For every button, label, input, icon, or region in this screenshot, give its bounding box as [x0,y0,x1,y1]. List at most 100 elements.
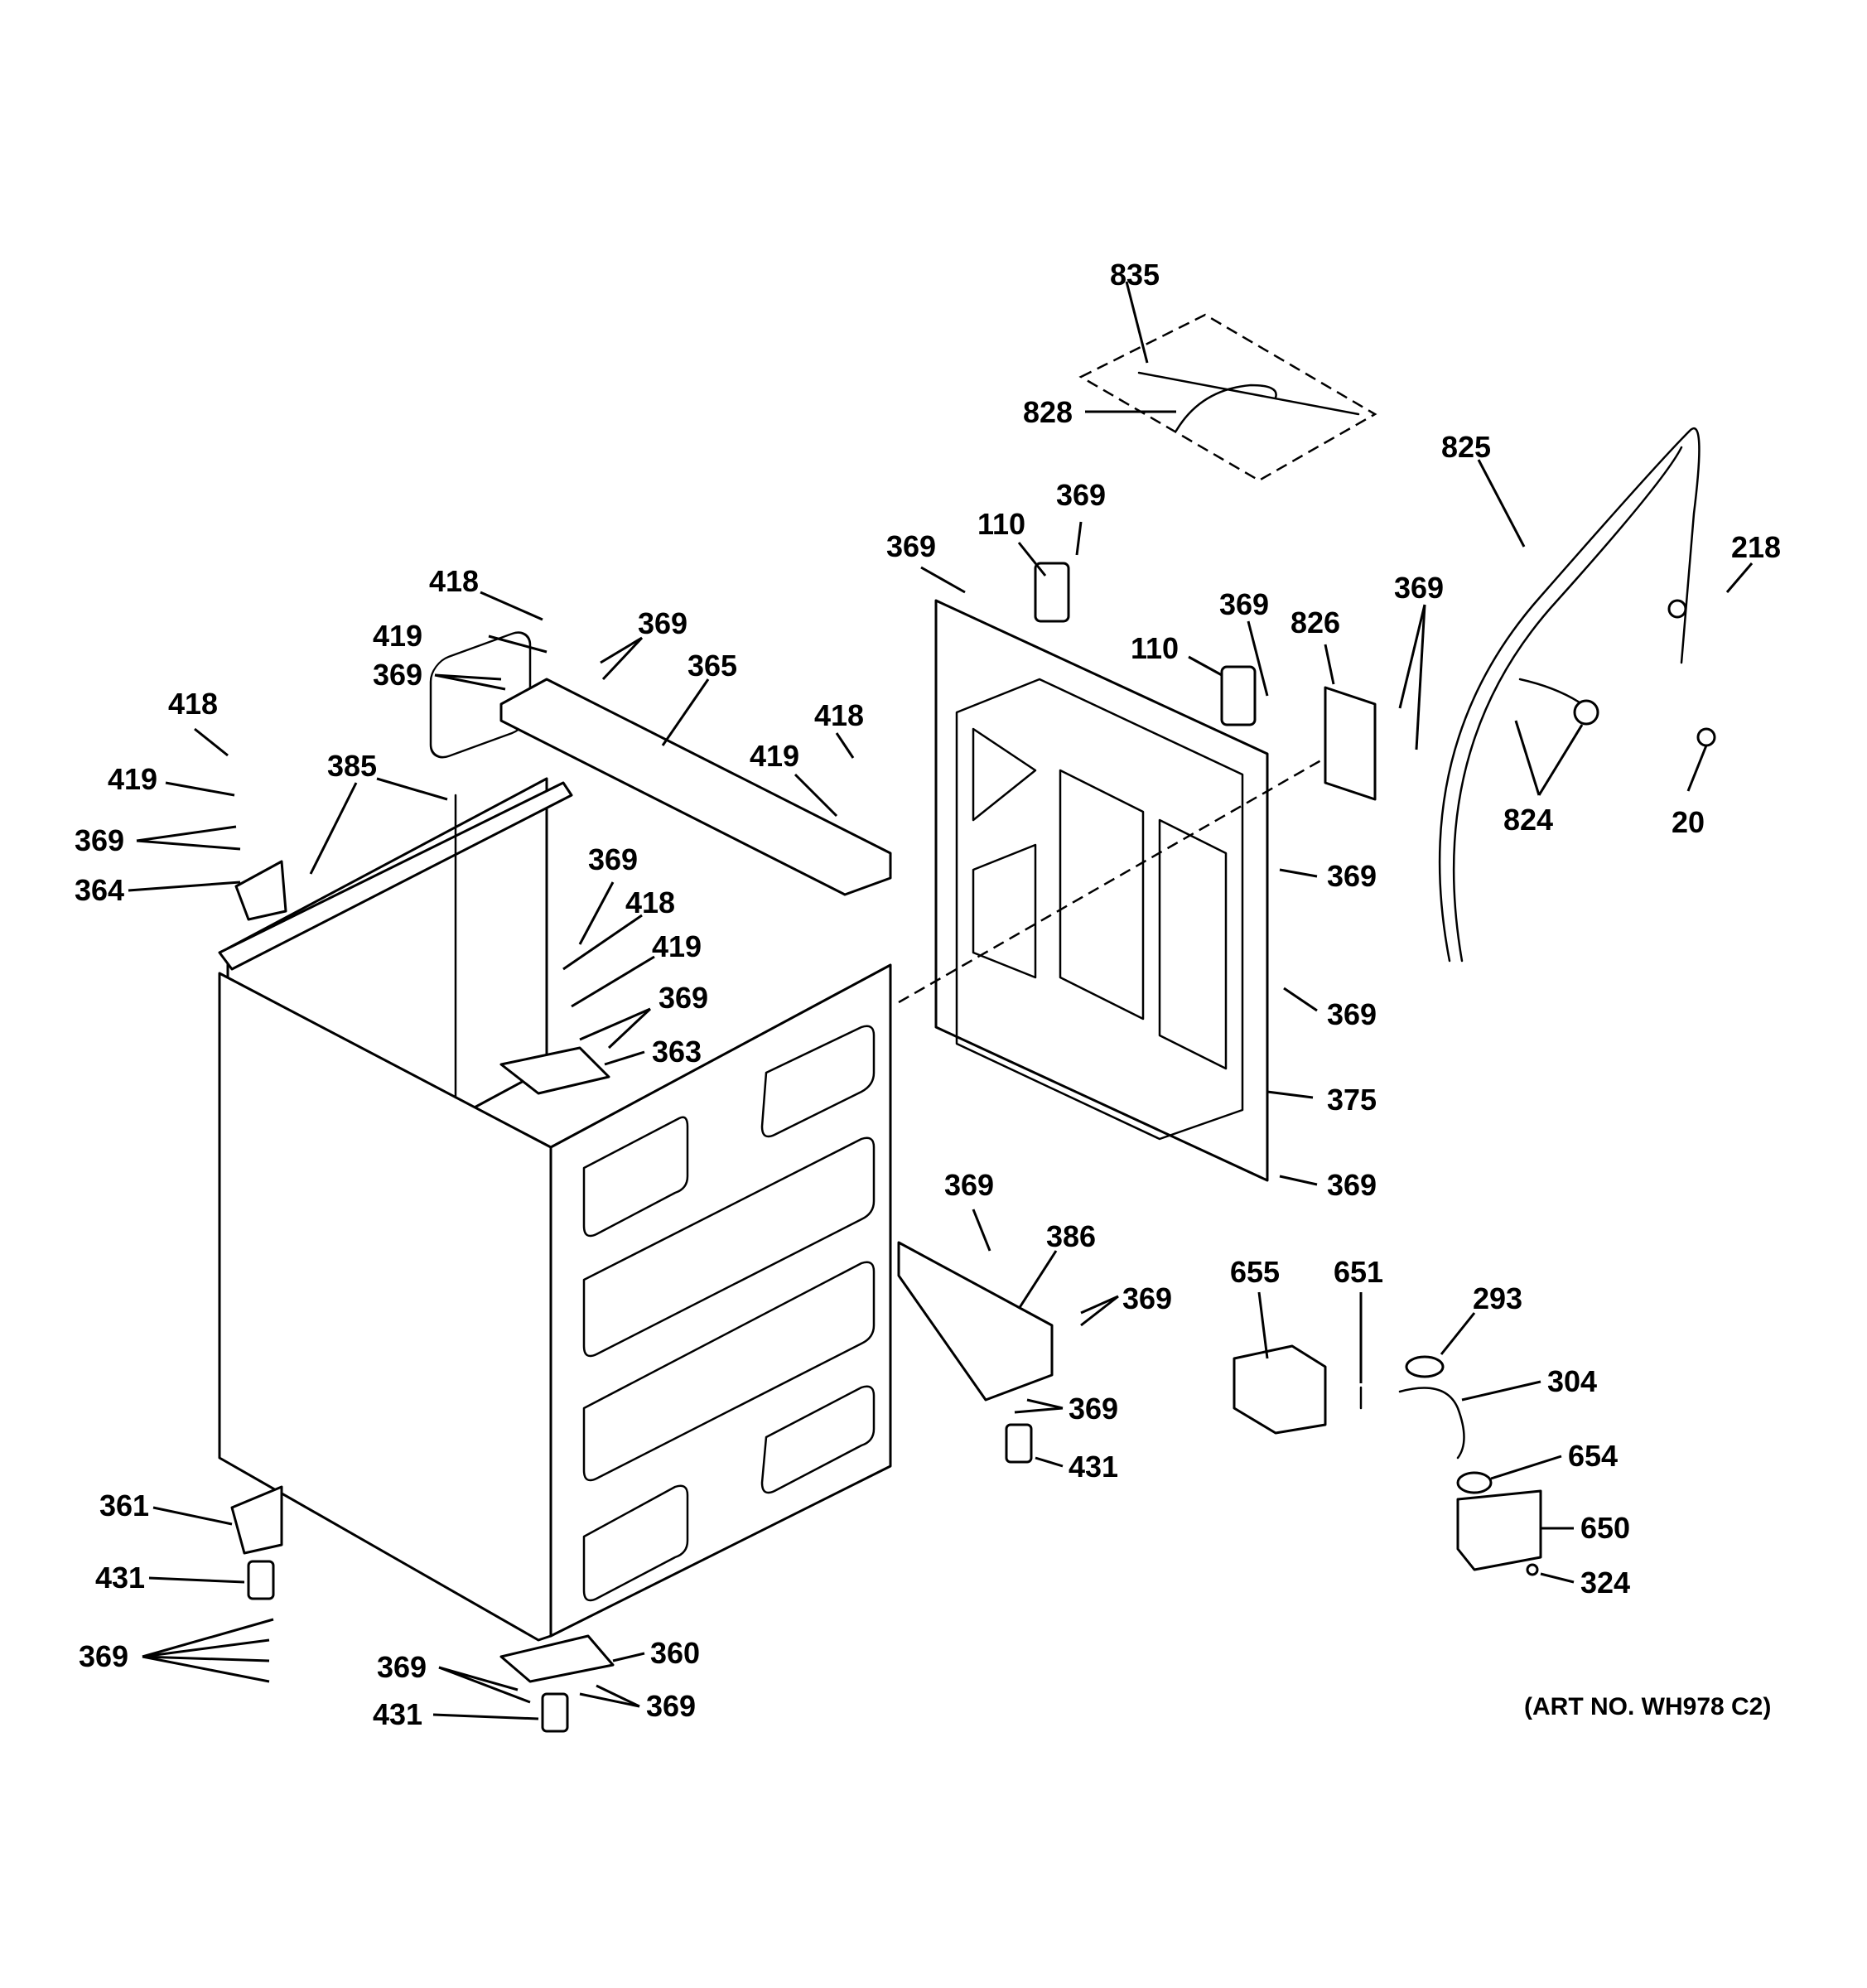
callout-418-c: 418 [168,687,218,721]
leader-386 [1017,1250,1058,1310]
leader-363 [604,1050,645,1066]
leader-418a [480,591,543,621]
leader-304 [1461,1380,1541,1402]
callout-369-r1: 369 [1327,859,1377,893]
callout-369-d: 369 [588,842,638,876]
rear-panel-rib-2 [1059,769,1145,1021]
callout-419-b: 419 [750,739,799,773]
callout-824: 824 [1503,803,1553,837]
leader-369-a1 [600,636,643,664]
bracket-360 [499,1634,615,1683]
hose-304 [1398,1387,1465,1460]
hose-end-824a [1518,678,1584,706]
leader-369-e2 [607,1007,652,1049]
bracket-364 [234,860,287,921]
leader-419d [571,955,655,1008]
bracket-361 [230,1485,283,1555]
callout-110-lower: 110 [1131,631,1179,665]
leader-218 [1725,562,1754,593]
callout-655: 655 [1230,1255,1280,1289]
cabinet-embossed-panel [429,631,532,759]
rear-panel-outline [934,599,1269,1182]
drain-hose-825 [1438,427,1701,963]
rear-panel-rib-4 [972,843,1037,979]
screw-324 [1526,1563,1539,1576]
callout-369-c: 369 [75,823,124,857]
callout-418-b: 418 [814,698,864,732]
cover-110-upper [1034,562,1070,623]
leader-369-top1 [920,566,966,594]
callout-369-f: 369 [944,1168,994,1202]
leader-419a [488,635,548,654]
side-emboss-1 [582,1116,689,1238]
callout-654: 654 [1568,1439,1618,1473]
leader-369-g1 [1080,1295,1119,1315]
leader-419c [165,781,235,797]
leader-385b [376,777,448,801]
leader-369-top3 [1247,620,1269,697]
leader-431a [1035,1456,1064,1468]
art-number: (ART NO. WH978 C2) [1524,1693,1771,1720]
leader-369-d [578,881,615,945]
callout-369-k: 369 [646,1689,696,1723]
callout-431-b: 431 [95,1561,145,1595]
callout-218: 218 [1731,530,1781,564]
callout-labels: 835 828 825 218 20 824 826 110 110 369 3… [75,258,1781,1731]
rear-panel-375 [898,599,1326,1182]
leader-369-i4 [142,1655,270,1683]
leader-369-i3 [142,1655,270,1662]
leader-20 [1686,745,1708,792]
leader-369-e1 [579,1007,651,1041]
callout-369-top1: 369 [886,529,936,563]
callout-419-d: 419 [652,929,702,963]
leader-369-top2 [1075,521,1083,556]
clamp-654 [1456,1471,1493,1494]
foot-431-left [247,1560,275,1600]
leader-824b [1537,724,1584,796]
callout-369-g: 369 [1122,1281,1172,1315]
clamp-20 [1696,727,1716,747]
leader-369-top4a [1398,604,1426,709]
hose-828 [1175,384,1277,432]
receptacle-826 [1324,686,1377,801]
leader-418c [194,727,229,757]
leader-654 [1490,1455,1562,1480]
leader-385a [309,782,358,875]
leader-369-f [972,1209,991,1252]
leader-365 [661,678,710,746]
cover-110-lower [1220,665,1257,726]
rear-panel-dashed-guide [898,756,1326,1004]
callout-385: 385 [327,749,377,783]
callout-369-j: 369 [377,1650,427,1684]
callout-360: 360 [650,1636,700,1670]
callout-110-upper: 110 [977,507,1025,541]
callout-369-e: 369 [659,981,708,1015]
rear-panel-rib-1 [972,727,1037,822]
callout-369-top4: 369 [1394,571,1444,605]
leader-824a [1514,720,1541,796]
callout-369-i: 369 [79,1639,128,1673]
leader-418d [562,914,643,971]
cabinet-top-rim-front [218,963,892,1149]
callout-825: 825 [1441,430,1491,464]
leader-369-k2 [579,1692,640,1708]
leader-293 [1440,1312,1476,1355]
leader-418b [835,732,855,759]
callout-375: 375 [1327,1083,1377,1117]
leader-369-c2 [136,839,241,851]
callout-363: 363 [652,1035,702,1069]
callout-369-r2: 369 [1327,997,1377,1031]
callout-431-c: 431 [373,1697,422,1731]
leader-369-r1 [1279,868,1318,878]
leader-369-a2 [601,636,644,681]
leader-lines [128,281,1754,1720]
callout-364: 364 [75,873,124,907]
cabinet-top-rim-rear [218,781,573,971]
leader-835 [1125,281,1149,364]
clamp-293 [1405,1355,1445,1378]
callout-369-a: 369 [638,606,687,640]
leader-431b [148,1576,245,1584]
leader-369-top4b [1415,604,1426,750]
rod-835 [1137,371,1360,416]
callout-419-a: 419 [373,619,422,653]
